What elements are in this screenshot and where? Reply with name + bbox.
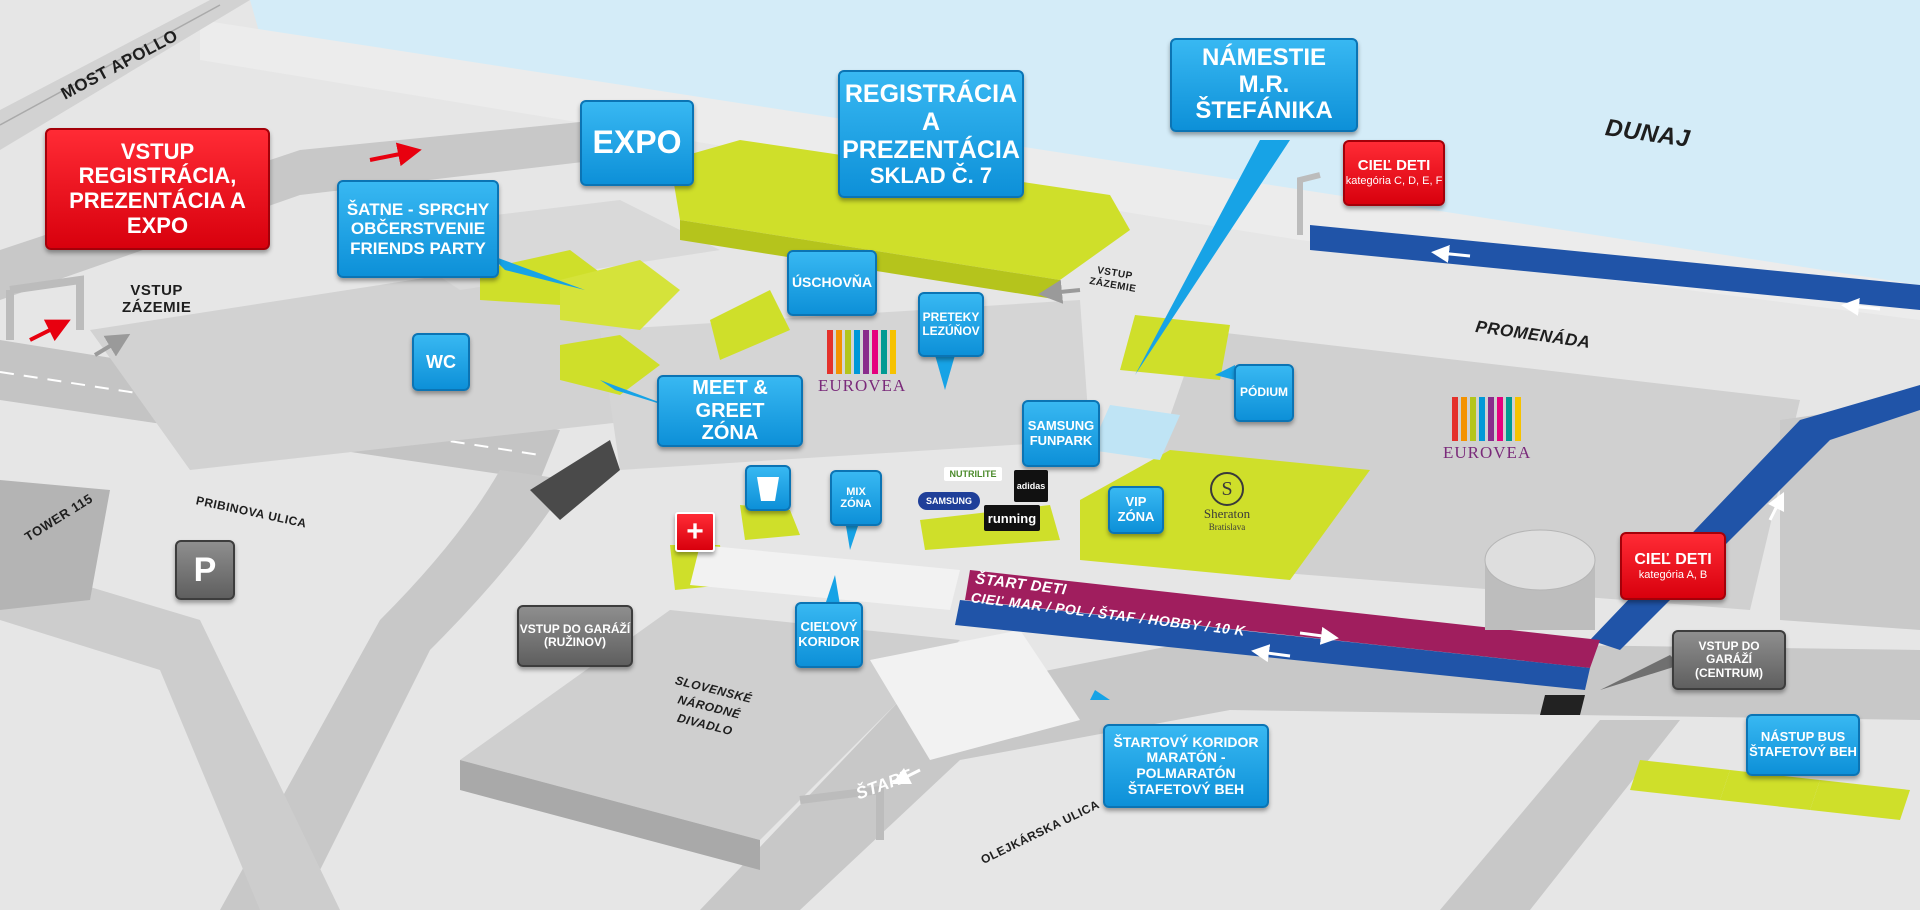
samsung-logo: SAMSUNG [918,492,980,510]
route-river [1310,225,1920,310]
bus-2 [1720,770,1820,810]
poi-expo[interactable]: EXPO [580,100,694,186]
poi-namestie[interactable]: NÁMESTIE M.R. ŠTEFÁNIKA [1170,38,1358,132]
poi-ciel-deti-cdef[interactable]: CIEĽ DETI kategória C, D, E, F [1343,140,1445,206]
first-aid-icon: + [675,512,715,552]
namestie-pointer [1135,140,1290,375]
eurovea-logo-right: EUROVEA [1443,397,1530,463]
bus-3 [1810,780,1910,820]
poi-vstup-garazi-centrum[interactable]: VSTUP DO GARÁŽÍ (CENTRUM) [1672,630,1786,690]
upper-road [0,120,600,300]
poi-registracia[interactable]: REGISTRÁCIA A PREZENTÁCIA SKLAD Č. 7 [838,70,1024,198]
start-zebra [870,630,1080,760]
bus-1 [1630,760,1730,800]
sheraton-logo: S Sheraton Bratislava [1195,472,1259,532]
podium-zone [1120,315,1230,380]
nutrilite-logo: NUTRILITE [944,467,1002,481]
entry-gate [6,275,84,340]
poi-mix-zona[interactable]: MIX ZÓNA [830,470,882,526]
route-main [955,600,1590,690]
poi-wc[interactable]: WC [412,333,470,391]
garage-ramp [530,440,620,520]
eurovea-logo-center: EUROVEA [818,330,905,396]
arrow-red-top [369,142,422,167]
poi-cielovy-koridor[interactable]: CIEĽOVÝ KORIDOR [795,602,863,668]
tower-115-building [0,480,110,610]
poi-vip-zona[interactable]: VIP ZÓNA [1108,486,1164,534]
poi-satne[interactable]: ŠATNE - SPRCHY OBČERSTVENIE FRIENDS PART… [337,180,499,278]
parking-sign[interactable]: P [175,540,235,600]
eurovea-bars [818,330,904,374]
route-kids [965,570,1600,668]
drinks-icon [745,465,791,511]
poi-startovy-koridor[interactable]: ŠTARTOVÝ KORIDOR MARATÓN - POLMARATÓN ŠT… [1103,724,1269,808]
poi-podium[interactable]: PÓDIUM [1234,364,1294,422]
poi-preteky-lezunov[interactable]: PRETEKY LEZÚŇOV [918,292,984,357]
poi-ciel-deti-ab[interactable]: CIEĽ DETI kategória A, B [1620,532,1726,600]
finish-zebra [690,545,960,610]
poi-vstup-registracia[interactable]: VSTUP REGISTRÁCIA, PREZENTÁCIA A EXPO [45,128,270,250]
bridge-road [0,0,250,150]
sheraton-zone [1080,450,1370,580]
running-logo: running [984,505,1040,531]
poi-vstup-garazi-ruzinov[interactable]: VSTUP DO GARÁŽÍ (RUŽINOV) [517,605,633,667]
poi-samsung-funpark[interactable]: SAMSUNG FUNPARK [1022,400,1100,467]
poi-uschovna[interactable]: ÚSCHOVŇA [787,250,877,316]
poi-nastup-bus[interactable]: NÁSTUP BUS ŠTAFETOVÝ BEH [1746,714,1860,776]
poi-meet-greet[interactable]: MEET & GREET ZÓNA [657,375,803,447]
building-left [90,260,640,470]
label-vstup-zazemie-left: VSTUP ZÁZEMIE [122,282,192,317]
expo-registration-zone [670,140,1130,280]
adidas-logo: adidas [1014,470,1048,502]
curved-road [220,470,570,910]
